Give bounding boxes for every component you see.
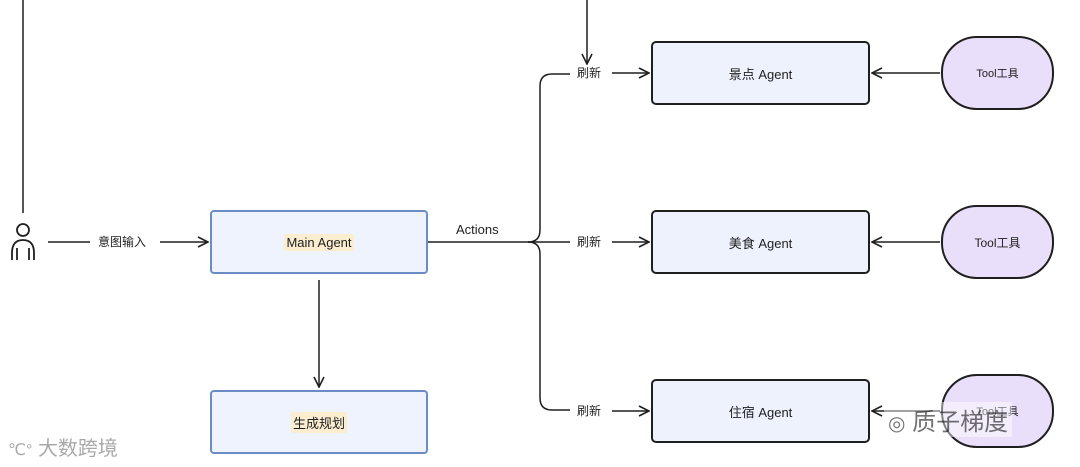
watermark-right: ◎ 质子梯度 [884, 402, 1013, 437]
tool-label-hotel: Tool工具 [976, 403, 1018, 419]
refresh-label-hotel: 刷新 [575, 403, 604, 419]
plan-node[interactable]: 生成规划 [210, 390, 428, 454]
hotel-agent-node[interactable]: 住宿 Agent [651, 379, 870, 443]
actions-label: Actions [454, 222, 501, 238]
intent-input-label: 意图输入 [96, 234, 149, 250]
watermark-left-text: 大数跨境 [37, 438, 118, 460]
watermark-right-text: 质子梯度 [912, 409, 1009, 436]
watermark-left-icon: ℃° [8, 442, 33, 459]
user-icon [11, 223, 35, 260]
tool-label-scenic: Tool工具 [976, 68, 1019, 80]
main-agent-label: Main Agent [284, 233, 354, 251]
tool-node-scenic[interactable]: Tool工具 [941, 36, 1054, 110]
wechat-icon: ◎ [888, 413, 906, 435]
refresh-label-food: 刷新 [575, 234, 604, 250]
edge-branch-bottom [527, 241, 570, 411]
tool-label-food: Tool工具 [974, 235, 1021, 250]
edge-branch-top [527, 73, 570, 243]
scenic-agent-label: 景点 Agent [728, 66, 793, 82]
food-agent-node[interactable]: 美食 Agent [651, 210, 870, 274]
food-agent-label: 美食 Agent [728, 235, 793, 251]
scenic-agent-node[interactable]: 景点 Agent [651, 41, 870, 105]
tool-node-hotel[interactable]: Tool工具 [941, 374, 1054, 448]
hotel-agent-label: 住宿 Agent [728, 404, 793, 420]
main-agent-node[interactable]: Main Agent [210, 210, 428, 274]
plan-label: 生成规划 [290, 411, 347, 433]
watermark-left: ℃° 大数跨境 [8, 432, 118, 461]
tool-node-food[interactable]: Tool工具 [941, 205, 1054, 279]
refresh-label-scenic: 刷新 [575, 65, 604, 81]
